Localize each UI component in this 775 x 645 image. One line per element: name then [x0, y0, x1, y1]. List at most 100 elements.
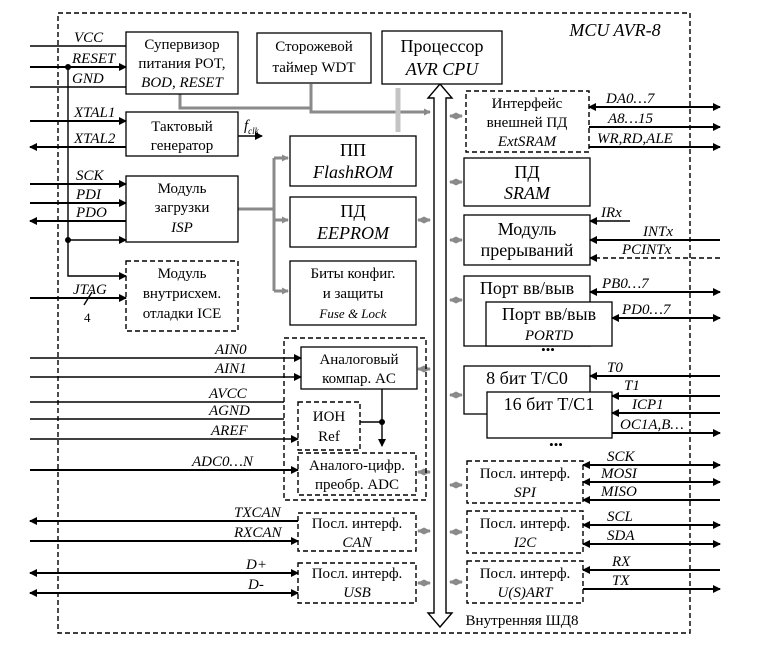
i2c-block: Посл. интерф. I2C	[466, 510, 584, 554]
timers-ellipsis: •••	[549, 437, 563, 452]
spi-block: Посл. интерф. SPI	[466, 460, 584, 504]
svg-text:Посл. интерф.: Посл. интерф.	[480, 466, 571, 482]
signal-avcc: AVCC	[208, 386, 248, 402]
signal-reset: RESET	[71, 51, 117, 67]
signal-jtag: JTAG	[73, 282, 107, 298]
svg-text:ПП: ПП	[340, 140, 366, 160]
signal-t1: T1	[624, 378, 640, 394]
signal-aref: AREF	[210, 423, 248, 439]
isp-block: Модуль загрузки ISP	[125, 175, 239, 243]
signal-pcintx: PCINTx	[621, 242, 672, 258]
ports-ellipsis: •••	[541, 342, 555, 357]
svg-text:Ref: Ref	[318, 429, 340, 445]
svg-text:Посл. интерф.: Посл. интерф.	[312, 516, 403, 532]
svg-text:внутрисхем.: внутрисхем.	[143, 286, 221, 302]
svg-text:U(S)ART: U(S)ART	[498, 585, 555, 601]
svg-text:Порт вв/выв: Порт вв/выв	[502, 304, 596, 324]
svg-text:Супервизор: Супервизор	[144, 37, 219, 53]
svg-text:Fuse & Lock: Fuse & Lock	[318, 306, 386, 321]
mcu-boundary	[57, 12, 691, 634]
ice-block: Модуль внутрисхем. отладки ICE	[125, 260, 239, 332]
svg-text:отладки ICE: отладки ICE	[143, 306, 222, 322]
svg-text:питания POT,: питания POT,	[138, 56, 225, 72]
wdt-block: Сторожевой таймер WDT	[256, 32, 372, 84]
svg-text:Тактовый: Тактовый	[151, 119, 213, 135]
svg-text:и защиты: и защиты	[323, 286, 384, 302]
svg-text:CAN: CAN	[342, 535, 372, 551]
signal-ain1: AIN1	[214, 361, 247, 377]
signal-xtal1: XTAL1	[73, 105, 115, 121]
jtag-width: 4	[84, 310, 91, 325]
flash-block: ПП FlashROM	[289, 135, 417, 187]
signal-dplus: D+	[245, 557, 267, 573]
svg-text:PORTD: PORTD	[524, 328, 574, 344]
svg-text:таймер WDT: таймер WDT	[273, 60, 356, 76]
fuse-block: Биты конфиг. и защиты Fuse & Lock	[289, 260, 417, 326]
signal-pdo: PDO	[75, 205, 107, 221]
signal-irx: IRx	[600, 205, 622, 221]
svg-text:I2C: I2C	[513, 535, 537, 551]
usart-block: Посл. интерф. U(S)ART	[466, 560, 584, 604]
signal-sda: SDA	[607, 528, 635, 544]
clock-block: Тактовый генератор	[125, 111, 239, 157]
internal-bus	[426, 82, 454, 629]
ac-block: Аналоговый компар. AC	[300, 346, 418, 390]
svg-text:8 бит T/C0: 8 бит T/C0	[486, 368, 568, 388]
svg-text:генератор: генератор	[151, 138, 213, 154]
signal-oc1: OC1A,B…	[620, 417, 684, 433]
ac-ref-links	[360, 389, 386, 447]
signal-rx: RX	[611, 554, 631, 570]
svg-text:Модуль: Модуль	[158, 266, 207, 282]
usb-block: Посл. интерф. USB	[297, 562, 417, 604]
svg-text:ISP: ISP	[170, 220, 193, 236]
signal-mosi: MOSI	[600, 466, 638, 482]
svg-text:AVR CPU: AVR CPU	[405, 59, 480, 79]
ext-sram-block: Интерфейс внешней ПД ExtSRAM	[465, 90, 590, 153]
signal-ain0: AIN0	[214, 342, 247, 358]
signal-txcan: TXCAN	[234, 505, 282, 521]
signal-pb: PB0…7	[601, 276, 650, 292]
svg-text:загрузки: загрузки	[155, 200, 210, 216]
svg-text:Процессор: Процессор	[400, 36, 483, 56]
signal-intx: INTx	[642, 224, 673, 240]
signal-pdi: PDI	[75, 187, 102, 203]
svg-text:преобр. ADC: преобр. ADC	[315, 477, 399, 493]
signal-dminus: D-	[247, 577, 264, 593]
svg-text:прерываний: прерываний	[481, 240, 574, 260]
bus-label: Внутренняя ШД8	[466, 613, 579, 629]
internal-links	[178, 84, 463, 587]
svg-text:ПД: ПД	[514, 162, 539, 182]
signal-da: DA0…7	[605, 91, 656, 107]
svg-text:16 бит T/C1: 16 бит T/C1	[504, 394, 595, 414]
svg-text:Интерфейс: Интерфейс	[492, 96, 563, 112]
port2-block: Порт вв/выв PORTD	[485, 301, 613, 347]
svg-text:SRAM: SRAM	[504, 183, 551, 203]
signal-sck-isp: SCK	[76, 168, 105, 184]
signal-t0: T0	[607, 360, 623, 376]
signal-wr: WR,RD,ALE	[597, 131, 673, 147]
svg-text:ИОН: ИОН	[313, 409, 346, 425]
svg-text:FlashROM: FlashROM	[312, 162, 394, 182]
ion-block: ИОН Ref	[297, 401, 361, 451]
signal-scl: SCL	[607, 509, 633, 525]
svg-text:EEPROM: EEPROM	[316, 223, 390, 243]
svg-text:USB: USB	[343, 585, 371, 601]
svg-text:Посл. интерф.: Посл. интерф.	[480, 566, 571, 582]
signal-miso: MISO	[600, 484, 637, 500]
svg-text:ПД: ПД	[340, 201, 365, 221]
svg-text:Модуль: Модуль	[498, 219, 557, 239]
signal-a: A8…15	[607, 111, 654, 127]
irq-block: Модуль прерываний	[463, 214, 591, 266]
svg-text:BOD, RESET: BOD, RESET	[141, 75, 224, 91]
left-signal-lines	[29, 45, 302, 597]
signal-agnd: AGND	[208, 403, 250, 419]
svg-text:компар. AC: компар. AC	[322, 371, 396, 387]
signal-gnd: GND	[72, 71, 104, 87]
svg-text:ExtSRAM: ExtSRAM	[497, 134, 558, 150]
signal-pd: PD0…7	[621, 302, 672, 318]
signal-icp1: ICP1	[631, 397, 664, 413]
sram-block: ПД SRAM	[463, 157, 591, 207]
svg-text:внешней ПД: внешней ПД	[487, 115, 568, 131]
svg-text:Аналого-цифр.: Аналого-цифр.	[309, 458, 405, 474]
left-signal-labels: VCC RESET GND XTAL1 XTAL2 SCK PDI PDO JT…	[71, 30, 282, 593]
